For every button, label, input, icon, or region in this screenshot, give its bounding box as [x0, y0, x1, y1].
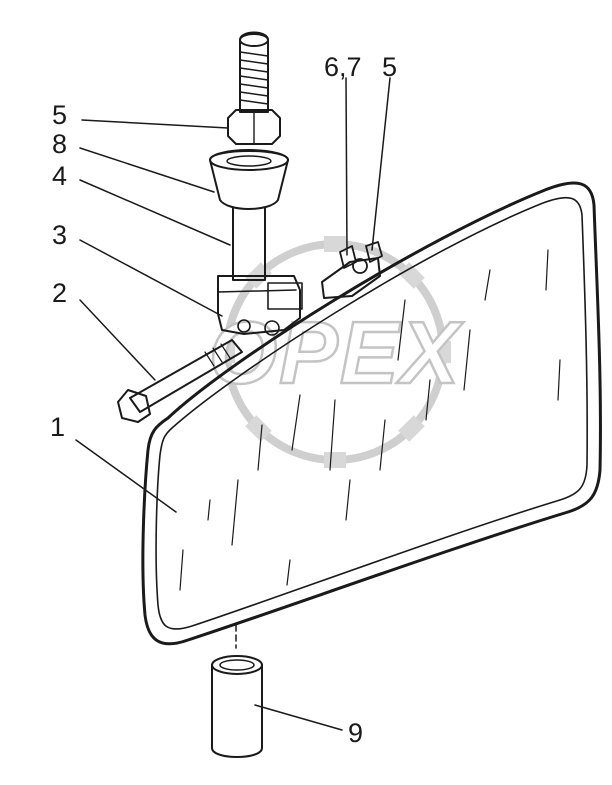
leader-lines: [75, 77, 391, 731]
callout-9: 9: [348, 718, 363, 748]
callout-2: 2: [52, 278, 67, 308]
callout-4: 4: [52, 161, 67, 191]
watermark-text: OPEX: [209, 303, 465, 402]
tube-part: [211, 624, 263, 758]
callout-1: 1: [50, 412, 65, 442]
callout-3: 3: [52, 220, 67, 250]
callout-5-right: 5: [382, 52, 397, 82]
callout-5-upper: 5: [52, 100, 67, 130]
callout-6-7: 6,7: [324, 52, 362, 82]
glass-reflection-lines: [179, 249, 561, 591]
mirror: [141, 181, 602, 646]
callout-8: 8: [52, 129, 67, 159]
bracket-assembly: [117, 31, 383, 423]
callout-labels: 5 8 4 3 2 1 6,7 5 9: [50, 52, 397, 748]
